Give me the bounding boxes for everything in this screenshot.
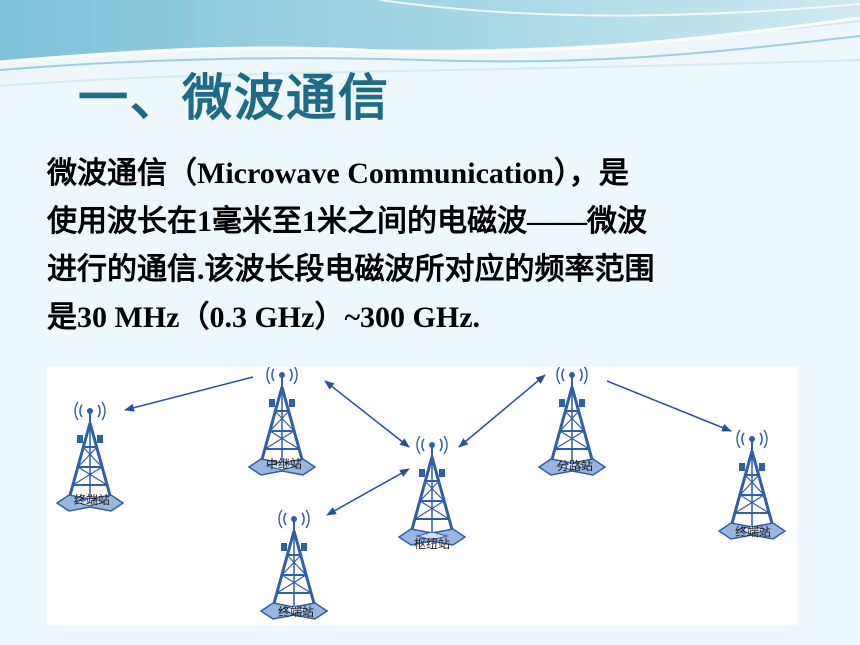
diagram-canvas	[55, 367, 787, 621]
label-terminal-right: 终端站	[734, 525, 772, 539]
link-hub-branch	[458, 374, 546, 448]
body-line-3: 进行的通信.该波长段电磁波所对应的频率范围	[47, 253, 655, 286]
label-branch: 分路站	[556, 459, 594, 473]
link-relay-hub	[324, 380, 410, 448]
label-hub: 枢纽站	[413, 537, 451, 551]
link-hub-terminal-bottom	[326, 468, 410, 516]
microwave-network-diagram: 终端站 中继站 枢纽站 分路站 终端站 终端站	[47, 367, 797, 625]
label-terminal-bottom: 终端站	[277, 605, 315, 619]
slide-title: 一、微波通信	[78, 69, 390, 127]
label-terminal-left: 终端站	[73, 493, 111, 507]
tower-hub	[397, 434, 467, 547]
body-line-2: 使用波长在1毫米至1米之间的电磁波——微波	[47, 205, 647, 238]
header-wave-decoration	[0, 0, 860, 87]
label-relay: 中继站	[265, 457, 303, 471]
body-paragraph: 微波通信（Microwave Communication），是 使用波长在1毫米…	[47, 150, 837, 342]
link-branch-to-terminal-right	[606, 380, 732, 432]
body-line-4: 是30 MHz（0.3 GHz）~300 GHz.	[47, 301, 481, 334]
body-line-1: 微波通信（Microwave Communication），是	[47, 157, 629, 190]
link-relay-to-terminal-left	[124, 376, 254, 412]
